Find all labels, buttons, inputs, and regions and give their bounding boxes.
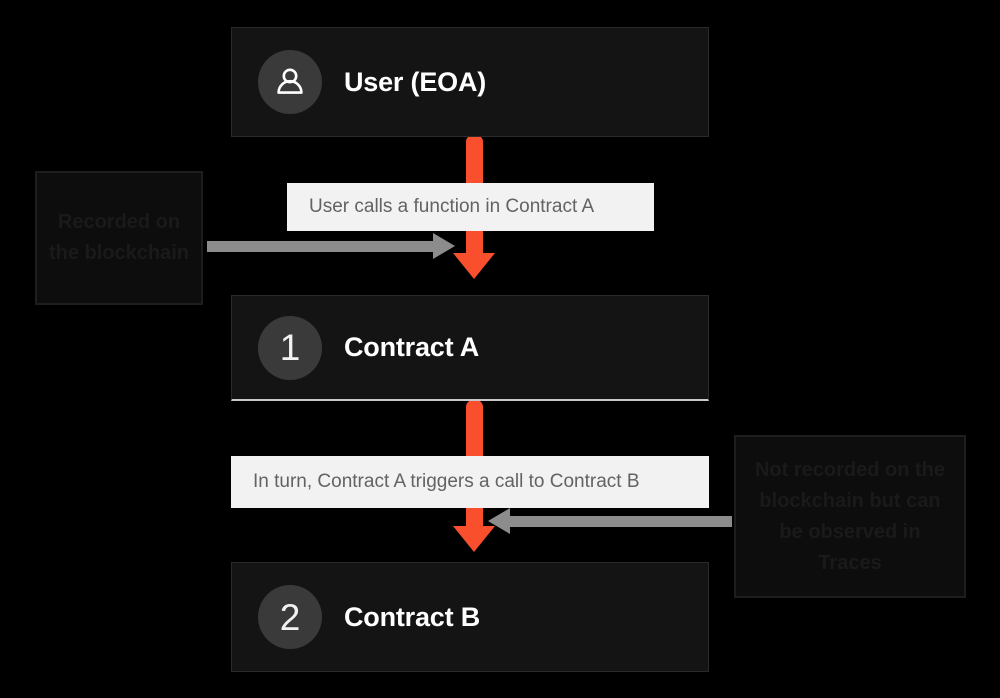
- node-contract-a-label: Contract A: [344, 332, 480, 362]
- node-contract-b-label: Contract B: [344, 601, 481, 632]
- annotation-recorded-on-blockchain: Recorded on the blockchain: [35, 171, 203, 305]
- caption-contract-a-triggers-contract-b: In turn, Contract A triggers a call to C…: [231, 456, 709, 508]
- node-user-label: User (EOA): [344, 66, 487, 97]
- person-icon: [258, 50, 322, 114]
- caption-text: User calls a function in Contract A: [309, 196, 595, 217]
- node-contract-b[interactable]: 2 Contract B: [231, 562, 709, 672]
- node-user[interactable]: User (EOA): [231, 27, 709, 137]
- annotation-arrow-left-icon: [488, 508, 732, 534]
- step-number-1: 1: [279, 327, 301, 368]
- caption-text: In turn, Contract A triggers a call to C…: [253, 471, 640, 492]
- step-number-2: 2: [279, 596, 301, 638]
- node-contract-a[interactable]: 1 Contract A: [231, 295, 709, 401]
- annotation-text: Not recorded on the blockchain but can b…: [754, 458, 945, 574]
- annotation-text: Recorded on the blockchain: [48, 211, 190, 264]
- caption-user-calls-contract-a: User calls a function in Contract A: [287, 183, 654, 231]
- annotation-arrow-right-icon: [207, 233, 455, 259]
- step-number-badge-1: 1: [258, 315, 322, 380]
- flow-arrow-user-to-contract-a-head: [453, 253, 495, 279]
- annotation-not-recorded-on-blockchain: Not recorded on the blockchain but can b…: [734, 435, 966, 598]
- step-number-badge-2: 2: [258, 585, 322, 649]
